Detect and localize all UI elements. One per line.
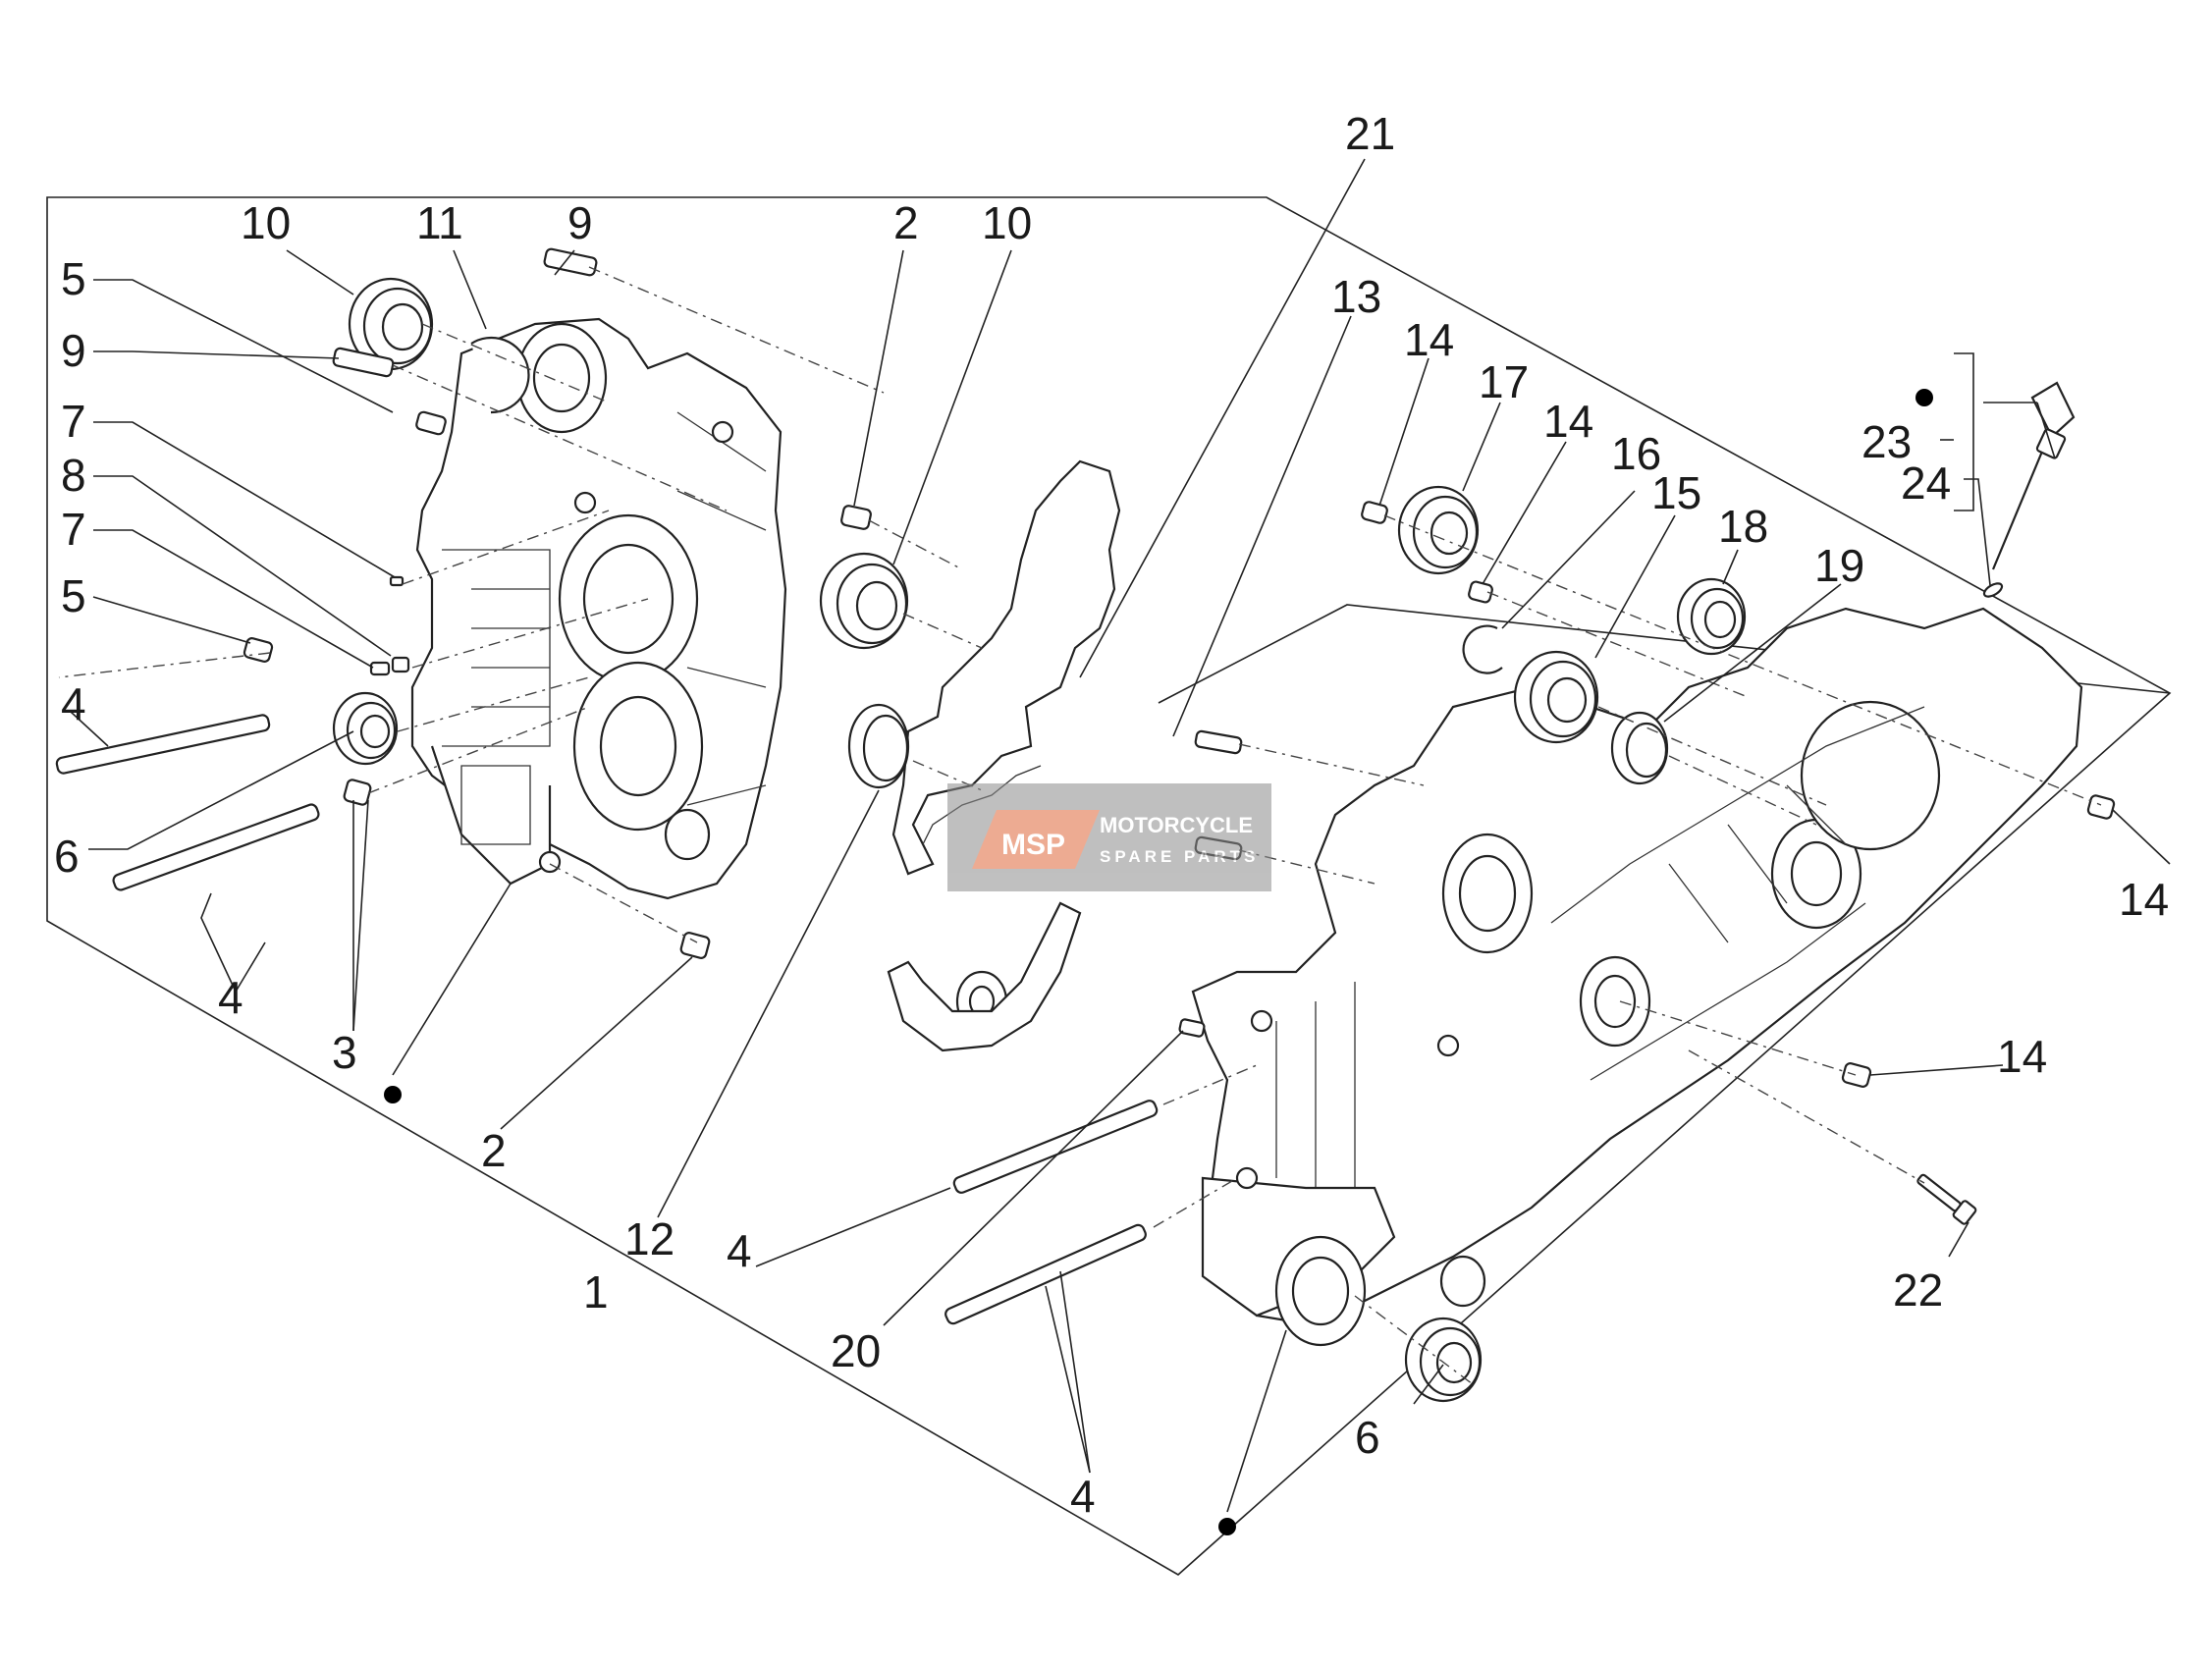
dowel-5-top: [415, 410, 447, 436]
oil-seal-12: [847, 703, 910, 789]
circlip-16: [1462, 624, 1503, 674]
callout-15: 15: [1651, 467, 1701, 518]
right-crankcase-half: [1191, 607, 2083, 1347]
dowel-2-bottom: [679, 932, 711, 959]
callout-12: 12: [624, 1213, 674, 1264]
leader-lines: [70, 158, 2171, 1513]
dowel-14-c: [2086, 794, 2116, 820]
dowel-20: [1178, 1018, 1206, 1038]
callout-7-bottom: 7: [61, 504, 86, 555]
callout-22: 22: [1893, 1264, 1943, 1316]
assembly-axes: [58, 266, 2102, 1385]
bearing-6-left: [332, 691, 399, 766]
callout-10-left: 10: [241, 197, 291, 248]
left-crankcase-half: [410, 317, 787, 900]
pin-7-bottom-8: [369, 656, 410, 676]
watermark-logo-text: MSP: [1001, 829, 1065, 861]
callout-14-a: 14: [1404, 314, 1454, 365]
callout-1: 1: [583, 1266, 609, 1317]
callout-21: 21: [1345, 108, 1395, 159]
callout-2-bottom: 2: [481, 1125, 507, 1176]
watermark-line2: SPARE PARTS: [1100, 847, 1259, 866]
callout-7-top: 7: [61, 396, 86, 447]
bearing-18: [1676, 577, 1747, 656]
dowel-5-left: [243, 636, 274, 664]
callout-labels: 10 11 9 2 10 21 5 9 7 8 7 5 4 6 4 3 2 12…: [54, 108, 2169, 1522]
stud-9-top: [543, 247, 598, 277]
callout-9-top: 9: [567, 197, 593, 248]
callout-14-b: 14: [1543, 396, 1593, 447]
callout-4-upper-left: 4: [61, 678, 86, 729]
callout-13: 13: [1331, 271, 1381, 322]
bearing-10-right: [819, 552, 909, 650]
crankcase-gasket: [887, 459, 1121, 1052]
circlip-11: [470, 336, 530, 414]
callout-9-left: 9: [61, 325, 86, 376]
bearing-17: [1397, 485, 1480, 575]
bearing-15: [1513, 650, 1599, 744]
callout-3: 3: [332, 1027, 357, 1078]
dowel-14-a: [1361, 501, 1388, 524]
callout-14-d: 14: [1997, 1031, 2047, 1082]
o-ring-24: [1982, 582, 2004, 598]
callout-10-right: 10: [982, 197, 1032, 248]
callout-4-bottom: 4: [1070, 1471, 1096, 1522]
assembly-dot-right: [1218, 1518, 1236, 1535]
dowel-3: [343, 779, 372, 806]
callout-14-c: 14: [2119, 874, 2169, 925]
callout-4-lower-left: 4: [218, 972, 243, 1023]
callout-5-top: 5: [61, 253, 86, 304]
stud-9-left: [332, 347, 395, 378]
stud-4-bottom: [944, 1223, 1147, 1325]
oil-seal-19: [1610, 711, 1669, 785]
watermark: MSP MOTORCYCLE SPARE PARTS: [947, 783, 1271, 891]
callout-19: 19: [1814, 540, 1864, 591]
callout-20: 20: [831, 1325, 881, 1376]
callout-8: 8: [61, 450, 86, 501]
callout-6-right: 6: [1355, 1412, 1380, 1463]
callout-17: 17: [1479, 356, 1529, 407]
assembly-dot-23: [1915, 389, 1933, 406]
stud-4-lower: [112, 803, 320, 891]
assembly-dot-left: [384, 1086, 402, 1103]
stud-4-upper: [55, 714, 271, 775]
callout-16: 16: [1611, 428, 1661, 479]
callout-4-middle: 4: [727, 1225, 752, 1276]
assembly-frame: [46, 196, 2172, 1576]
callout-6-left: 6: [54, 831, 80, 882]
callout-2-top: 2: [893, 197, 919, 248]
callout-23: 23: [1861, 416, 1912, 467]
dowel-2-top: [840, 505, 872, 530]
callout-11: 11: [416, 197, 463, 248]
bearing-6-right: [1404, 1317, 1483, 1403]
pin-7-top: [389, 575, 405, 587]
callout-18: 18: [1718, 501, 1768, 552]
bearing-10-left: [348, 277, 434, 371]
callout-24: 24: [1901, 457, 1951, 509]
dipstick-23: [1991, 381, 2076, 570]
watermark-logo-shape: [972, 810, 1100, 869]
callout-5-bottom: 5: [61, 570, 86, 621]
dowel-14-d: [1841, 1061, 1872, 1089]
bolt-22: [1916, 1173, 1977, 1225]
watermark-line1: MOTORCYCLE: [1100, 813, 1253, 837]
stud-4-middle: [952, 1100, 1159, 1194]
dowel-14-b: [1468, 580, 1493, 604]
